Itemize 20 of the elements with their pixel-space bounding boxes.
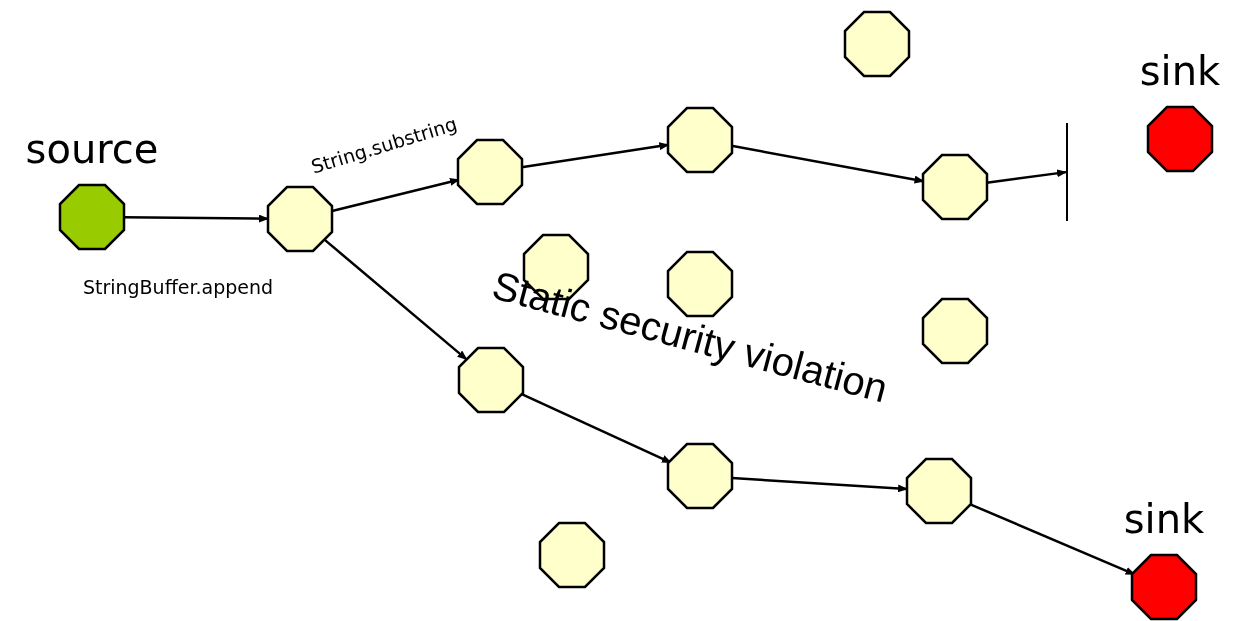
octagon-node (59, 184, 125, 250)
annotation-text: Static security violation (487, 262, 893, 412)
octagon-node (1131, 554, 1197, 620)
empty-octagon-node (906, 458, 972, 524)
node-label: sink (1138, 48, 1222, 94)
empty-octagon-node (922, 298, 988, 364)
empty-octagon-node (458, 347, 524, 413)
edge-label: StringBuffer.append (82, 276, 274, 298)
empty-octagon-node (922, 154, 988, 220)
node-label: source (24, 126, 160, 172)
arrow (323, 238, 468, 361)
octagon-node (1147, 106, 1213, 172)
node-label: sink (1122, 496, 1206, 542)
empty-octagon-node (539, 522, 605, 588)
empty-octagon-node (457, 139, 523, 205)
empty-octagon-node (267, 186, 333, 252)
arrow (124, 214, 269, 223)
empty-octagon-node (844, 11, 910, 77)
empty-octagon-node (667, 443, 733, 509)
empty-octagon-node (667, 107, 733, 173)
